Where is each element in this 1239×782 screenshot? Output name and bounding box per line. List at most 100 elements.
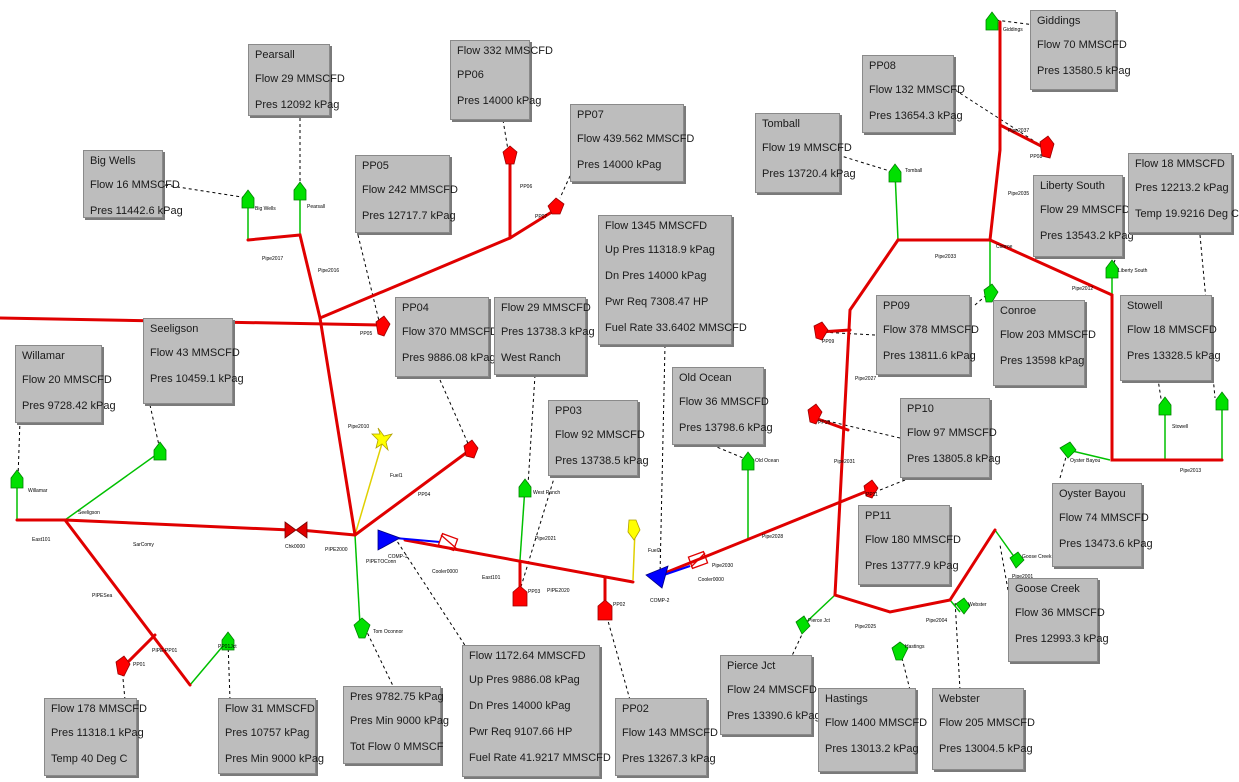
sink-temp-label: Flow 18 MMSCFD Pres 12213.2 kPag Temp 19… [1128, 153, 1239, 233]
tag-comp2: COMP-2 [650, 598, 670, 604]
red-nodes [115, 135, 1055, 677]
label-line: Tot Flow 0 MMSCF [350, 741, 444, 753]
label-line: Hastings [825, 693, 868, 705]
west-ranch-node [518, 478, 532, 498]
label-line: Flow 16 MMSCFD [90, 179, 180, 191]
pp02-node [597, 599, 613, 621]
oyster-bayou-node [1059, 441, 1077, 459]
label-line: Pres Min 9000 kPag [225, 753, 325, 765]
label-line: Pres 11318.1 kPag [51, 727, 144, 739]
pp11-label: PP11 Flow 180 MMSCFD Pres 13777.9 kPag [858, 505, 961, 585]
label-line: Flow 203 MMSCFD [1000, 329, 1096, 341]
tag-giddings: Giddings [1003, 27, 1023, 33]
label-line: Pres Min 9000 kPag [350, 715, 450, 727]
pp05-node [375, 315, 391, 337]
label-line: Old Ocean [679, 372, 732, 384]
liberty-south-node [1105, 259, 1119, 279]
label-line: Willamar [22, 350, 65, 362]
label-line: Flow 31 MMSCFD [225, 703, 315, 715]
label-line: Fuel Rate 33.6402 MMSCFD [605, 322, 747, 334]
seeligson-label: Seeligson Flow 43 MMSCFD Pres 10459.1 kP… [143, 318, 244, 404]
label-line: PP05 [362, 160, 389, 172]
stowell-node [1158, 396, 1172, 416]
label-line: Flow 29 MMSCFD [255, 73, 345, 85]
label-line: Pres 13598 kPag [1000, 355, 1085, 367]
seeligson-node [153, 441, 167, 461]
pp07-node [547, 197, 565, 215]
tag-pipe2025: Pipe2025 [855, 624, 876, 630]
tag-comp1: COMP-1 [388, 554, 408, 560]
tag-seeligson: Seeligson [78, 510, 100, 516]
tiny-tags: Big Wells Pearsall Pipe2017 Pipe2016 PP0… [28, 27, 1201, 668]
label-line: PP06 [457, 69, 484, 81]
label-line: Giddings [1037, 15, 1081, 27]
label-line: Flow 70 MMSCFD [1037, 39, 1127, 51]
pp01-label: Flow 178 MMSCFD Pres 11318.1 kPag Temp 4… [44, 698, 147, 776]
tag-pipe2037: Pipe2037 [1008, 128, 1029, 134]
pearsall-label: Pearsall Flow 29 MMSCFD Pres 12092 kPag [248, 44, 345, 116]
label-line: Pres 10757 kPag [225, 727, 310, 739]
label-line: PP09 [883, 300, 910, 312]
tag-pipe-tocon: PIPETOConn [366, 559, 396, 565]
pearsall-node [293, 181, 307, 201]
old-ocean-label: Old Ocean Flow 36 MMSCFD Pres 13798.6 kP… [672, 367, 773, 445]
tag-pp02: PP02 [613, 602, 625, 608]
label-line: Flow 18 MMSCFD [1135, 158, 1225, 170]
tag-pp09: PP09 [822, 339, 834, 345]
pp10-node [807, 403, 823, 425]
label-line: Flow 205 MMSCFD [939, 717, 1035, 729]
tag-tomball: Tomball [905, 168, 922, 174]
label-line: Conroe [1000, 305, 1037, 317]
label-line: PP02 [622, 703, 649, 715]
label-line: Webster [939, 693, 980, 705]
liberty-south-label: Liberty South Flow 29 MMSCFD Pres 13543.… [1033, 175, 1134, 257]
pp01-node [115, 655, 131, 677]
label-line: Liberty South [1040, 180, 1105, 192]
tag-pipe-pp01: PIPE-PP01 [152, 648, 178, 654]
label-line: Pres 13811.6 kPag [883, 350, 976, 362]
tag-fuel1: Fuel1 [390, 473, 403, 479]
cooler-1 [437, 532, 459, 552]
tag-oyster-bayou: Oyster Bayou [1070, 458, 1101, 464]
pp08-label: PP08 Flow 132 MMSCFD Pres 13654.3 kPag [862, 55, 965, 133]
tag-pearsall: Pearsall [307, 204, 325, 210]
label-line: Flow 439.562 MMSCFD [577, 133, 695, 145]
label-line: Pres 13805.8 kPag [907, 453, 1001, 465]
tag-pp10: PP10 [818, 420, 830, 426]
pp05-label: PP05 Flow 242 MMSCFD Pres 12717.7 kPag [355, 155, 458, 233]
hastings-node [891, 641, 909, 661]
label-line: Flow 92 MMSCFD [555, 429, 645, 441]
label-line: PP07 [577, 109, 604, 121]
label-line: Up Pres 9886.08 kPag [469, 674, 580, 686]
label-line: Temp 40 Deg C [51, 753, 128, 765]
tag-big-wells: Big Wells [255, 206, 276, 212]
oyster-bayou-label: Oyster Bayou Flow 74 MMSCFD Pres 13473.6… [1052, 483, 1153, 567]
check-valve [284, 521, 308, 539]
tag-pipe2010: Pipe2010 [348, 424, 369, 430]
label-line: Flow 20 MMSCFD [22, 374, 112, 386]
tag-pipe2027: Pipe2027 [855, 376, 876, 382]
tom-oconnor-node [353, 617, 371, 639]
tag-sarcomy: SarComy [133, 542, 154, 548]
label-line: Pres 12717.7 kPag [362, 210, 456, 222]
goose-creek-node [1009, 551, 1025, 569]
label-line: Flow 29 MMSCFD [501, 302, 591, 314]
pierce-jct-node [795, 615, 811, 635]
label-line: Pwr Req 9107.66 HP [469, 726, 573, 738]
tag-pp07: PP07 [535, 214, 547, 220]
label-line: Flow 74 MMSCFD [1059, 512, 1149, 524]
label-line: Flow 19 MMSCFD [762, 142, 852, 154]
pp07-label: PP07 Flow 439.562 MMSCFD Pres 14000 kPag [570, 104, 695, 182]
tag-pipe2012: Pipe2012 [1072, 286, 1093, 292]
conroe-node [983, 283, 999, 303]
label-line: Pres 13473.6 kPag [1059, 538, 1153, 550]
label-line: Pres 12092 kPag [255, 99, 340, 111]
green-nodes [10, 11, 1229, 661]
stowell-label: Stowell Flow 18 MMSCFD Pres 13328.5 kPag [1120, 295, 1221, 381]
label-line: Flow 178 MMSCFD [51, 703, 147, 715]
label-line: Tomball [762, 118, 800, 130]
label-line: Oyster Bayou [1059, 488, 1126, 500]
label-line: Pwr Req 7308.47 HP [605, 296, 709, 308]
tag-pipe2033: Pipe2033 [935, 254, 956, 260]
